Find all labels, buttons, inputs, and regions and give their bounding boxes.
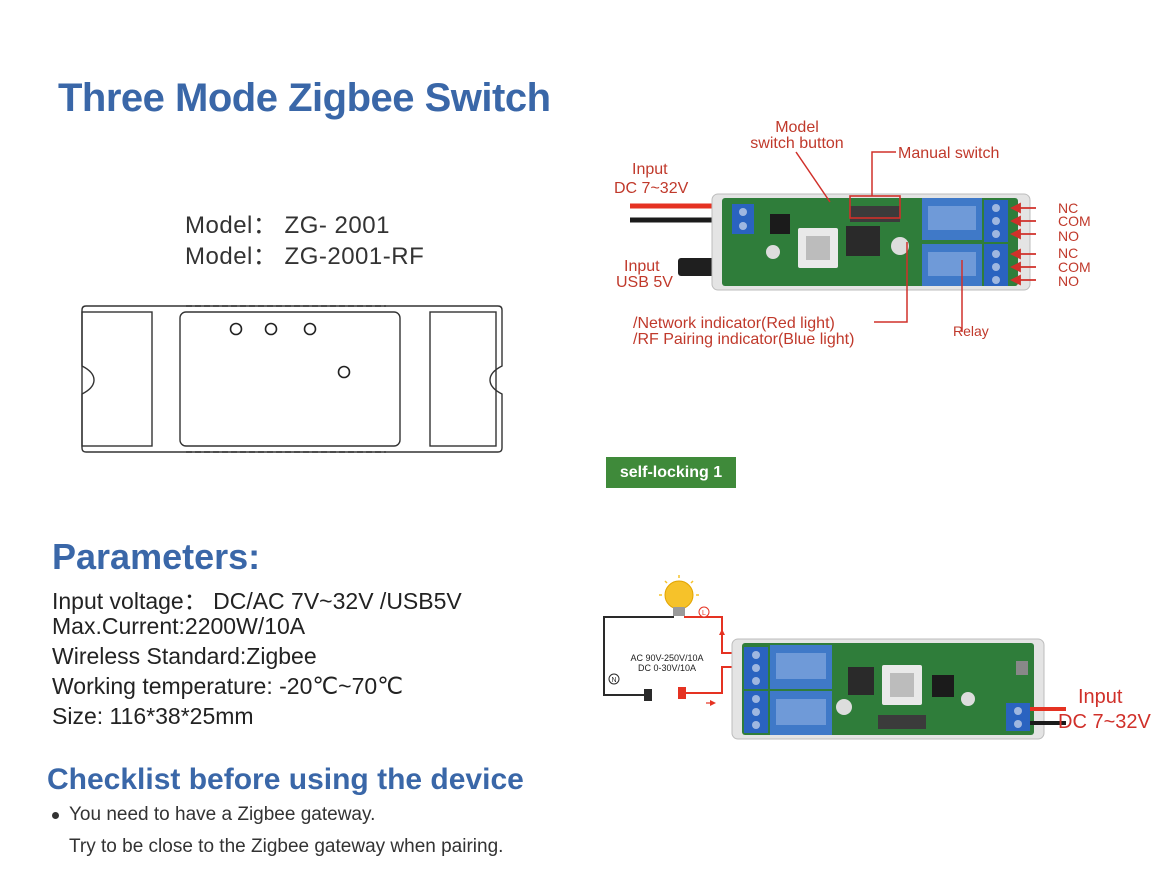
board-diagram-top [630, 151, 1036, 332]
param-wireless-standard: Wireless Standard:Zigbee [52, 643, 317, 669]
led-hole-2 [264, 322, 278, 336]
model-button-label-2: switch button [750, 135, 844, 152]
model-button-label-1: Model [775, 119, 819, 136]
terminal-com-2: COM [1058, 259, 1091, 275]
led-hole-1 [229, 322, 243, 336]
relay-label: Relay [953, 323, 989, 339]
model-line-1: Model： ZG- 2001 [185, 212, 390, 239]
enclosure-outline-drawing [81, 305, 503, 453]
button-hole [337, 365, 351, 379]
checklist-bullet [52, 812, 59, 819]
terminal-com-1: COM [1058, 213, 1091, 229]
checklist-item-2: Try to be close to the Zigbee gateway wh… [69, 836, 504, 857]
param-max-current: Max.Current:2200W/10A [52, 613, 306, 639]
input-label-bottom-1: Input [1078, 686, 1123, 708]
model-line-2: Model： ZG-2001-RF [185, 243, 425, 270]
checklist-item-1: You need to have a Zigbee gateway. [69, 804, 376, 825]
self-locking-badge: self-locking 1 [606, 457, 736, 488]
input-dc-label-1: Input [632, 161, 668, 178]
terminal-no-2: NO [1058, 273, 1079, 289]
light-bulb-icon [659, 575, 699, 616]
rf-pairing-indicator-label: /RF Pairing indicator(Blue light) [633, 331, 855, 348]
page-title: Three Mode Zigbee Switch [58, 76, 551, 120]
led-hole-3 [303, 322, 317, 336]
terminal-no-1: NO [1058, 228, 1079, 244]
param-size: Size: 116*38*25mm [52, 703, 254, 729]
live-symbol: L [702, 610, 706, 617]
input-usb-label-1: Input [624, 258, 660, 275]
checklist-heading: Checklist before using the device [47, 763, 524, 796]
terminal-nc-1: NC [1058, 200, 1079, 216]
wiring-diagram-bottom: N L [603, 575, 1066, 740]
rating-ac-label: AC 90V-250V/10A [630, 653, 704, 663]
parameters-heading: Parameters: [52, 536, 261, 577]
input-dc-label-2: DC 7~32V [614, 180, 689, 197]
input-label-bottom-2: DC 7~32V [1058, 711, 1151, 733]
neutral-symbol: N [611, 677, 616, 684]
rating-dc-label: DC 0-30V/10A [637, 663, 697, 673]
manual-switch-label: Manual switch [898, 145, 1000, 162]
param-input-voltage: Input voltage： DC/AC 7V~32V /USB5V [52, 588, 462, 614]
input-usb-label-2: USB 5V [616, 274, 673, 291]
param-working-temperature: Working temperature: -20℃~70℃ [52, 673, 404, 699]
terminal-nc-2: NC [1058, 245, 1079, 261]
network-indicator-label: /Network indicator(Red light) [633, 315, 835, 332]
